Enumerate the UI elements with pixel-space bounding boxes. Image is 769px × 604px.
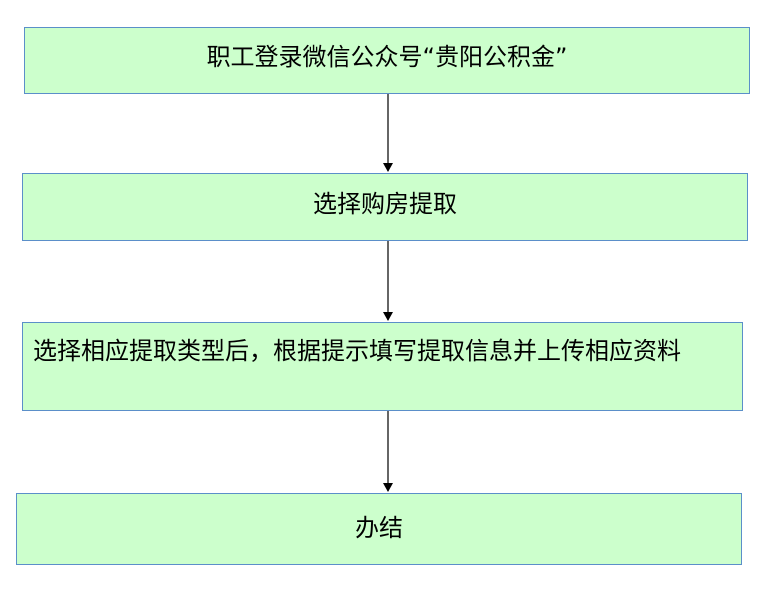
flow-step-login: 职工登录微信公众号“贵阳公积金” <box>24 27 750 94</box>
flow-step-select-withdrawal-text: 选择购房提取 <box>313 190 457 218</box>
flow-step-complete-text: 办结 <box>355 514 403 542</box>
flow-step-select-withdrawal: 选择购房提取 <box>22 173 748 241</box>
flow-step-complete: 办结 <box>16 493 742 565</box>
flow-step-fill-info: 选择相应提取类型后，根据提示填写提取信息并上传相应资料 <box>22 322 743 411</box>
flow-step-login-text: 职工登录微信公众号“贵阳公积金” <box>206 43 568 71</box>
flow-step-fill-info-text: 选择相应提取类型后，根据提示填写提取信息并上传相应资料 <box>33 337 681 365</box>
